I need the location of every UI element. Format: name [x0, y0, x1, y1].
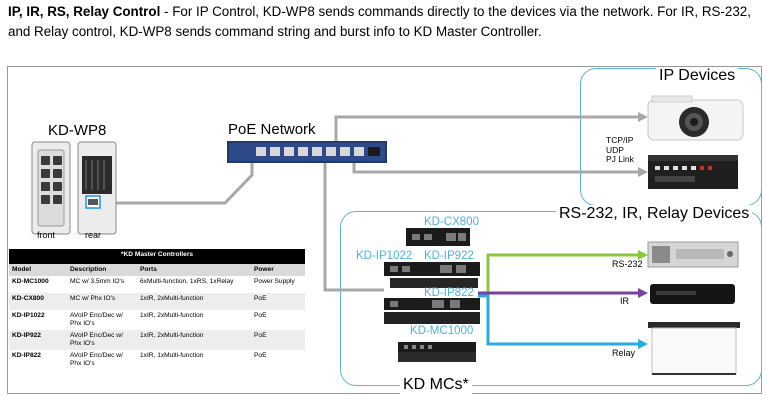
cell-power: Power Supply	[251, 276, 305, 293]
cell-ports: 1xIR, 2xMulti-function	[137, 330, 251, 350]
cell-power: PoE	[251, 293, 305, 310]
col-header-power: Power	[251, 264, 305, 276]
intro-body: - For IP Control, KD-WP8 sends commands …	[8, 4, 751, 39]
network-arrowheads	[638, 112, 648, 177]
cell-description: MC w/ Phx IO's	[67, 293, 137, 310]
relay-label: Relay	[612, 348, 636, 358]
cell-description: AVoIP Enc/Dec w/ Phx IO's	[67, 330, 137, 350]
ip-devices-title: IP Devices	[656, 67, 739, 85]
arrow-relay	[638, 339, 648, 349]
ip1022-label: KD-IP1022	[356, 250, 413, 262]
table-row: KD-CX800 MC w/ Phx IO's 1xIR, 2xMulti-fu…	[9, 293, 305, 310]
table-row: KD-IP822 AVoIP Enc/Dec w/ Phx IO's 1xIR,…	[9, 350, 305, 370]
relay-screen-device	[648, 322, 740, 375]
table-row: KD-IP922 AVoIP Enc/Dec w/ Phx IO's 1xIR,…	[9, 330, 305, 350]
ir-label: IR	[620, 296, 629, 306]
intro-heading: IP, IR, RS, Relay Control	[8, 4, 161, 19]
poe-network-label: PoE Network	[228, 121, 316, 138]
cx800-device	[406, 228, 470, 246]
ip822-label: KD-IP822	[424, 287, 474, 299]
cable-wp8-switch	[104, 158, 254, 205]
relay-line	[478, 294, 640, 346]
kdwp8-front-panel	[31, 141, 71, 235]
arrow-amp	[638, 167, 648, 177]
protocol-list: TCP/IP UDP PJ Link	[606, 135, 634, 165]
cell-model: KD-IP1022	[9, 310, 67, 330]
serial-devices-title: RS-232, IR, Relay Devices	[556, 205, 753, 223]
col-header-model: Model	[9, 264, 67, 276]
mc-device-stack	[384, 228, 480, 362]
arrow-rs232	[638, 250, 648, 260]
poe-switch	[227, 141, 387, 163]
table-row: KD-IP1022 AVoIP Enc/Dec w/ Phx IO's 1xIR…	[9, 310, 305, 330]
intro-paragraph: IP, IR, RS, Relay Control - For IP Contr…	[8, 2, 758, 41]
arrow-ir	[638, 288, 648, 298]
cell-description: AVoIP Enc/Dec w/ Phx IO's	[67, 310, 137, 330]
table-row: KD-MC1000 MC w/ 3.5mm IO's 6xMulti-funct…	[9, 276, 305, 293]
rs232-line	[486, 253, 638, 292]
cell-model: KD-IP922	[9, 330, 67, 350]
ip922-label: KD-IP922	[424, 250, 474, 262]
table-title: *KD Master Controllers	[9, 249, 305, 264]
cell-ports: 6xMulti-function, 1xRS, 1xRelay	[137, 276, 251, 293]
cell-model: KD-CX800	[9, 293, 67, 310]
kdwp8-rear-panel	[77, 141, 117, 235]
protocol-udp: UDP	[606, 144, 624, 155]
av-amplifier-device	[648, 155, 738, 189]
projector-device	[647, 95, 744, 141]
serial-devices-group	[340, 211, 762, 386]
cell-ports: 1xIR, 1xMulti-function	[137, 350, 251, 370]
kd-mcs-label: KD MCs*	[400, 376, 472, 394]
cell-model: KD-IP822	[9, 350, 67, 370]
arrow-projector	[638, 112, 648, 122]
kdwp8-label: KD-WP8	[48, 122, 107, 139]
ir-device	[650, 284, 735, 304]
cable-switch-amp	[352, 147, 640, 174]
cx800-label: KD-CX800	[424, 216, 479, 228]
cable-switch-projector	[334, 115, 640, 147]
cable-switch-mcs	[323, 160, 384, 292]
rs232-device	[647, 241, 739, 268]
master-controllers-table: *KD Master Controllers Model Description…	[9, 249, 305, 370]
rear-label: rear	[85, 230, 102, 240]
col-header-ports: Ports	[137, 264, 251, 276]
mc1000-label: KD-MC1000	[410, 325, 474, 337]
cell-power: PoE	[251, 350, 305, 370]
col-header-description: Description	[67, 264, 137, 276]
protocol-tcpip: TCP/IP	[606, 135, 634, 145]
cell-description: MC w/ 3.5mm IO's	[67, 276, 137, 293]
front-label: front	[37, 230, 56, 240]
cell-ports: 1xIR, 2xMulti-function	[137, 293, 251, 310]
cell-model: KD-MC1000	[9, 276, 67, 293]
cell-power: PoE	[251, 330, 305, 350]
ip922-device	[390, 278, 478, 288]
protocol-pjlink: PJ Link	[606, 154, 634, 164]
cell-description: AVoIP Enc/Dec w/ Phx IO's	[67, 350, 137, 370]
rs232-label: RS-232	[612, 259, 643, 269]
cell-power: PoE	[251, 310, 305, 330]
cell-ports: 1xIR, 2xMulti-function	[137, 310, 251, 330]
